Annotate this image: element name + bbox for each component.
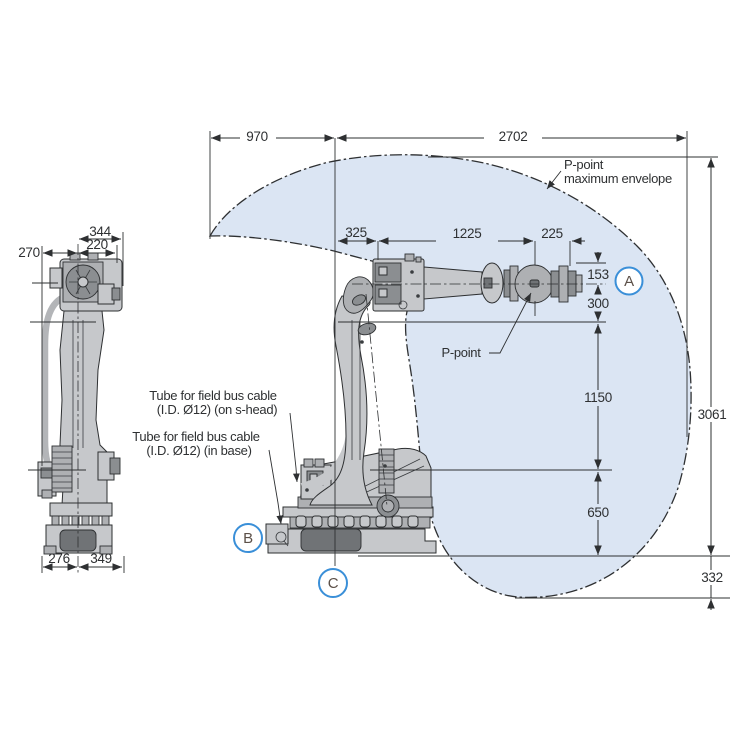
dim-side-head: 344: [89, 224, 111, 239]
dim-below-base: 332: [701, 570, 723, 585]
dim-wrist-up: 153: [587, 267, 609, 282]
envelope-label-line1: P-point: [564, 157, 604, 172]
side-head-tab: [69, 252, 81, 261]
tube-shead-leader: [289, 412, 300, 483]
marker-c-circle: [318, 568, 348, 598]
reference-lines: [28, 131, 730, 599]
position-markers: A B C: [233, 266, 644, 598]
marker-a-label: A: [624, 273, 634, 290]
base-tube-tail: [283, 540, 289, 547]
dim-side-base-front: 349: [90, 551, 112, 566]
side-bracket-foot: [41, 489, 53, 499]
side-connector-cap: [111, 287, 121, 301]
annotation-labels: P-point maximum envelope P-point Tube fo…: [132, 157, 672, 458]
side-base-foot-left: [43, 545, 57, 555]
tube-shead-label-line2: (I.D. Ø12) (on s-head): [157, 402, 278, 417]
wrist-ring1: [503, 269, 511, 298]
motor-knob: [303, 458, 314, 468]
base-plate: [282, 506, 434, 518]
dim-total-height: 3061: [698, 407, 727, 422]
p-point-marker: [529, 279, 540, 288]
flange-ring3: [567, 270, 577, 297]
turret-rib-lines: [379, 454, 394, 486]
tube-base-label-line1: Tube for field bus cable: [132, 429, 260, 444]
robot-main-view: [265, 253, 583, 554]
dim-wrist: 225: [541, 226, 563, 241]
flange-end: [575, 274, 583, 293]
side-fan-hub: [77, 276, 89, 288]
marker-b-circle: [233, 523, 263, 553]
torso-cutout: [357, 322, 377, 336]
elbow-connector-bottom-detail: [378, 288, 388, 298]
lower-arm: [309, 295, 373, 506]
s-head-cutout: [352, 294, 366, 306]
elbow-connector-top-detail: [378, 266, 388, 276]
leader-lines: [268, 170, 562, 525]
dim-side-motor: 220: [86, 237, 108, 252]
side-knob-cap: [109, 457, 121, 475]
dim-base-up: 650: [587, 505, 609, 520]
side-ribbed-block: [51, 445, 73, 493]
tube-base-label-line2: (I.D. Ø12) (in base): [146, 443, 251, 458]
torso-axis-line: [365, 293, 388, 507]
envelope-label-line2: maximum envelope: [564, 171, 672, 186]
dimension-texts: 970 2702 325 1225 225 153 300 1150 650 3…: [18, 129, 727, 585]
dim-top-right: 2702: [499, 129, 528, 144]
side-base-teeth: [51, 515, 110, 526]
work-envelope: [208, 154, 692, 599]
marker-a-circle: [614, 266, 644, 296]
side-base-flange: [49, 502, 113, 517]
base-dark-panel: [300, 528, 362, 552]
elbow-top-tab2: [415, 256, 422, 263]
bolt-dots: [305, 270, 420, 492]
dim-top-left: 970: [246, 129, 268, 144]
base-gear-teeth: [295, 515, 419, 528]
dim-column: 1150: [584, 390, 612, 405]
tube-shead-label-line1: Tube for field bus cable: [149, 388, 277, 403]
elbow-hook-icon: [398, 300, 408, 310]
dim-arm-main: 1225: [453, 226, 482, 241]
p-point-label: P-point: [441, 345, 481, 360]
dim-arm-rear: 325: [345, 225, 367, 240]
side-base-foot-right: [99, 545, 113, 555]
balancer-cap: [381, 499, 395, 513]
envelope-label-leader: [546, 170, 562, 190]
marker-c-label: C: [328, 575, 339, 592]
dim-side-base-rear: 276: [48, 551, 70, 566]
base-tube-opening-icon: [275, 531, 287, 543]
envelope-shape: [208, 154, 692, 599]
side-head-tab2: [87, 252, 99, 261]
p-point-leader: [489, 292, 532, 354]
robot-side-view: [37, 252, 123, 555]
dimension-lines: [43, 134, 715, 610]
dim-shoulder-down: 300: [587, 296, 609, 311]
marker-b-label: B: [243, 530, 253, 547]
upper-arm-tube: [423, 266, 483, 300]
side-bracket-detail: [40, 467, 54, 479]
dim-side-rear: 270: [18, 245, 40, 260]
elbow-top-tab: [404, 253, 415, 262]
arm-end-detail: [483, 277, 493, 289]
side-head-left-block: [49, 267, 63, 289]
motor-knob2: [314, 458, 325, 468]
turret-ribbed-strip: [378, 448, 395, 494]
tube-base-leader: [268, 449, 284, 525]
